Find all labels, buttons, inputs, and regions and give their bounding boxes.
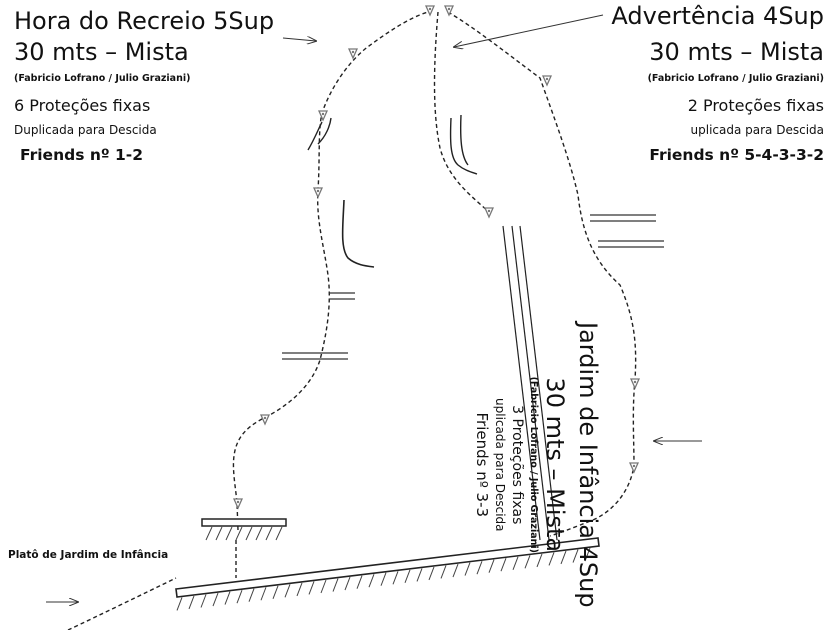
left-crack-1: [307, 121, 323, 151]
ground-hatch: [416, 568, 423, 582]
ground-hatch: [572, 549, 579, 563]
ground-hatch: [476, 560, 483, 575]
right-route-friends: Friends nº 3-3: [473, 412, 491, 518]
ground-hatch: [188, 595, 195, 610]
left-route-length: 30 mts – Mista: [14, 38, 189, 66]
ground-hatch: [560, 550, 567, 565]
ledge-right-2: [598, 240, 664, 248]
ground-hatch: [224, 591, 231, 605]
ground-hatch: [176, 597, 183, 611]
middle-crack-2: [459, 114, 469, 166]
dihedral-line-2: [511, 225, 550, 541]
top-right-route-length: 30 mts – Mista: [649, 38, 824, 66]
bolt-hanger-icon: [444, 5, 454, 16]
ground-hatch: [536, 553, 543, 568]
left-crack-2: [317, 117, 332, 145]
top-right-route-name: Advertência 4Sup: [611, 2, 824, 30]
right-route-descent: uplicada para Descida: [493, 398, 507, 532]
ground-hatch: [344, 576, 351, 591]
ground-hatch: [584, 547, 591, 562]
middle-crack-1: [449, 117, 478, 175]
ground-hatch: [512, 556, 519, 570]
ground-hatch: [284, 584, 291, 598]
ground-hatch: [392, 571, 399, 585]
approach-line: [67, 577, 177, 630]
left-route-line: [232, 11, 429, 531]
bolt-hanger-icon: [348, 48, 358, 59]
ground-hatch: [380, 572, 387, 586]
ledge-right-1: [590, 214, 656, 222]
ground-hatch: [260, 587, 267, 601]
ground-hatch: [452, 563, 459, 578]
left-route-protections: 6 Proteções fixas: [14, 96, 151, 115]
ground-hatch: [500, 558, 507, 572]
ground-hatch: [464, 562, 471, 576]
ground-hatch: [404, 569, 411, 584]
ground-hatch: [548, 552, 555, 566]
ground-hatch: [440, 565, 447, 579]
ground-hatch: [488, 559, 495, 573]
bolt-hanger-icon: [318, 110, 328, 121]
ground-slope: [175, 537, 600, 611]
arrow-icon: [454, 14, 604, 47]
left-route-authors: (Fabricio Lofrano / Julio Graziani): [14, 73, 191, 84]
ground-hatch: [212, 592, 219, 607]
ledge-left-small: [329, 292, 355, 300]
dihedral-line-1: [502, 225, 541, 541]
middle-route-line: [433, 11, 490, 213]
bolt-hanger-icon: [425, 5, 435, 16]
bolt-hanger-icon: [484, 207, 494, 218]
bolt-hanger-icon: [313, 187, 323, 198]
ground-hatch: [524, 555, 531, 569]
right-route-protections: 3 Proteções fixas: [509, 405, 525, 525]
bolt-hanger-icon: [630, 378, 640, 389]
top-right-route-friends: Friends nº 5-4-3-3-2: [649, 146, 824, 164]
bolt-hanger-icon: [542, 75, 552, 86]
ground-hatch: [296, 582, 303, 597]
ground-hatch: [332, 578, 339, 592]
ledge-left-big: [282, 352, 348, 360]
top-right-route-authors: (Fabricio Lofrano / Julio Graziani): [647, 73, 824, 84]
ground-hatch: [320, 579, 327, 594]
plateau-label: Platô de Jardim de Infância: [8, 549, 169, 561]
left-route-name: Hora do Recreio 5Sup: [14, 7, 275, 35]
ground-hatch: [200, 594, 207, 608]
plateau-platform: [201, 518, 287, 541]
left-flake: [341, 199, 375, 268]
dihedral-line-3: [519, 225, 558, 541]
right-route-name: Jardim de Infância 4Sup: [574, 322, 602, 608]
ground-hatch: [236, 589, 243, 604]
top-right-route-descent: uplicada para Descida: [690, 123, 824, 137]
left-route-descent: Duplicada para Descida: [14, 123, 157, 137]
ground-hatch: [308, 581, 315, 595]
ground-hatch: [272, 585, 279, 599]
ground-hatch: [428, 566, 435, 581]
bolt-hanger-icon: [233, 498, 243, 509]
arrow-icon: [282, 38, 316, 41]
right-route-line: [447, 11, 637, 537]
ground-hatch: [356, 575, 363, 589]
top-right-route-protections: 2 Proteções fixas: [687, 96, 824, 115]
right-route-length: 30 mts – Mista: [541, 377, 569, 553]
ground-hatch: [248, 588, 255, 602]
bolt-hanger-icon: [629, 462, 639, 473]
right-route-authors: (Fabricio Lofrano / Julio Graziani): [528, 376, 539, 553]
left-route-friends: Friends nº 1-2: [20, 146, 143, 164]
ground-hatch: [368, 574, 375, 588]
